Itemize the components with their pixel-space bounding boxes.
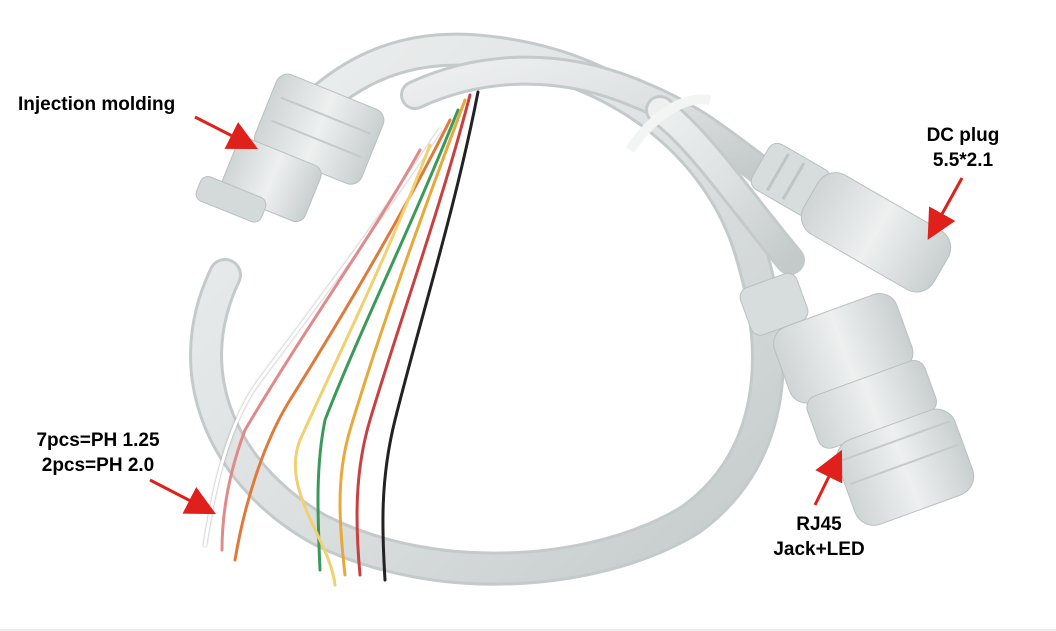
label-rj-line2: Jack+LED — [773, 539, 865, 560]
label-rj45: RJ45 Jack+LED — [760, 512, 878, 562]
rj45-jack-connector — [739, 272, 975, 526]
label-ph-line1: 7pcs=PH 1.25 — [36, 430, 160, 451]
loose-wires — [203, 90, 480, 587]
arrow-dc — [927, 177, 964, 240]
arrow-rj — [813, 449, 843, 506]
label-dc-plug: DC plug 5.5*2.1 — [898, 123, 1028, 173]
label-rj-line1: RJ45 — [796, 514, 842, 535]
cable-body — [189, 32, 805, 586]
label-dc-line1: DC plug — [926, 125, 1000, 146]
label-ph-wires: 7pcs=PH 1.25 2pcs=PH 2.0 — [18, 428, 178, 478]
label-injection-molding: Injection molding — [18, 94, 176, 115]
zip-tie — [625, 94, 711, 153]
injection-molding-boot — [195, 73, 385, 223]
bottom-divider — [0, 629, 1056, 631]
label-dc-line2: 5.5*2.1 — [932, 150, 994, 171]
dc-plug-connector — [750, 142, 952, 293]
label-ph-line2: 2pcs=PH 2.0 — [41, 455, 155, 476]
arrow-injection — [194, 115, 259, 150]
arrow-ph — [149, 478, 216, 515]
annotation-arrows — [149, 115, 964, 515]
